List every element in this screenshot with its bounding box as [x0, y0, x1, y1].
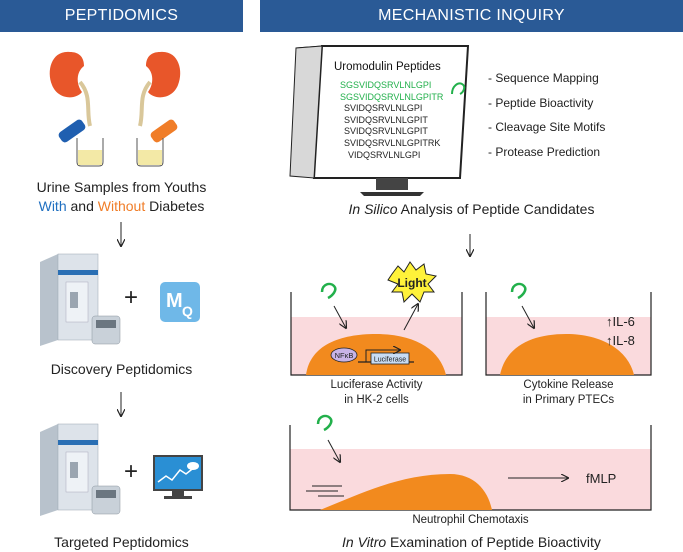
- well-chemotaxis: [289, 414, 652, 511]
- sample-cup-left-icon: [76, 138, 104, 167]
- mq-letter-m: M: [166, 290, 183, 312]
- il8-label: ↑IL-8: [606, 333, 635, 348]
- light-label: Light: [397, 276, 426, 290]
- sample-cup-right-icon: [136, 138, 164, 167]
- well-luciferase: [290, 261, 463, 376]
- well-cytokine: [485, 282, 652, 376]
- with-label: With: [38, 198, 67, 214]
- peptide-squiggle-monitor: [451, 82, 466, 95]
- peptide-2: SGSVIDQSRVLNLGPITR: [340, 91, 444, 102]
- urine-samples-line1: Urine Samples from Youths: [36, 179, 207, 195]
- peptide-3: SVIDQSRVLNLGPI: [344, 103, 423, 114]
- analysis-list: - Sequence Mapping - Peptide Bioactivity…: [488, 66, 605, 164]
- without-label: Without: [97, 198, 146, 214]
- luciferase-gene-label: Luciferase: [374, 357, 406, 364]
- kidney-left-icon: [49, 51, 92, 127]
- in-vitro-caption: In Vitro Examination of Peptide Bioactiv…: [260, 534, 683, 550]
- and-label: and: [66, 198, 98, 214]
- mechanistic-inquiry-header: MECHANISTIC INQUIRY: [260, 0, 683, 32]
- discovery-peptidomics-label: Discovery Peptidomics: [50, 361, 193, 377]
- mq-letter-q: Q: [182, 303, 193, 319]
- plus-sign-2: +: [124, 458, 139, 485]
- luciferase-caption-line1: Luciferase Activity: [330, 379, 423, 391]
- targeted-peptidomics-label: Targeted Peptidomics: [54, 534, 189, 550]
- cytokine-caption: Cytokine Release in Primary PTECs: [486, 378, 651, 408]
- nfkb-label: NFκB: [335, 351, 354, 360]
- luciferase-caption: Luciferase Activity in HK-2 cells: [291, 378, 462, 408]
- in-vitro-italic: In Vitro: [342, 534, 387, 550]
- peptide-4: SVIDQSRVLNLGPIT: [344, 114, 428, 125]
- mass-spectrometer-icon: [40, 253, 121, 346]
- kidney-right-icon: [138, 51, 181, 127]
- in-silico-italic: In Silico: [348, 201, 398, 217]
- peptide-6: SVIDQSRVLNLGPITRK: [344, 137, 441, 148]
- in-vitro-rest: Examination of Peptide Bioactivity: [386, 534, 601, 550]
- cytokine-caption-line1: Cytokine Release: [523, 379, 614, 391]
- mass-spectrometer-targeted-icon: [40, 423, 121, 516]
- maxquant-logo-icon: [160, 282, 200, 322]
- urine-samples-line2: With and Without Diabetes: [0, 197, 243, 216]
- in-silico-caption: In Silico Analysis of Peptide Candidates: [260, 201, 683, 217]
- analysis-item: - Peptide Bioactivity: [488, 95, 594, 110]
- computer-analysis-icon: [153, 455, 203, 499]
- luciferase-caption-line2: in HK-2 cells: [344, 394, 409, 406]
- fmlp-label: fMLP: [586, 471, 616, 486]
- analysis-item: - Sequence Mapping: [488, 71, 599, 85]
- blue-cap-icon: [58, 119, 86, 143]
- monitor-icon: [289, 45, 470, 196]
- in-silico-rest: Analysis of Peptide Candidates: [397, 201, 595, 217]
- diabetes-label: Diabetes: [145, 198, 205, 214]
- orange-cap-icon: [150, 119, 178, 143]
- peptidomics-header: PEPTIDOMICS: [0, 0, 243, 32]
- il6-label: ↑IL-6: [606, 314, 635, 329]
- plus-sign-1: +: [124, 284, 139, 311]
- monitor-title: Uromodulin Peptides: [334, 61, 441, 73]
- analysis-item: - Protease Prediction: [488, 144, 601, 159]
- peptide-1: SGSVIDQSRVLNLGPI: [340, 80, 432, 90]
- peptide-list: SGSVIDQSRVLNLGPI SGSVIDQSRVLNLGPITR SVID…: [340, 80, 443, 161]
- analysis-item: - Cleavage Site Motifs: [488, 120, 606, 134]
- peptide-5: SVIDQSRVLNLGPIT: [344, 126, 428, 137]
- cytokine-caption-line2: in Primary PTECs: [522, 394, 615, 406]
- urine-samples-caption: Urine Samples from Youths With and Witho…: [0, 178, 243, 216]
- chemotaxis-caption: Neutrophil Chemotaxis: [412, 514, 529, 526]
- peptide-7: VIDQSRVLNLGPI: [348, 149, 421, 160]
